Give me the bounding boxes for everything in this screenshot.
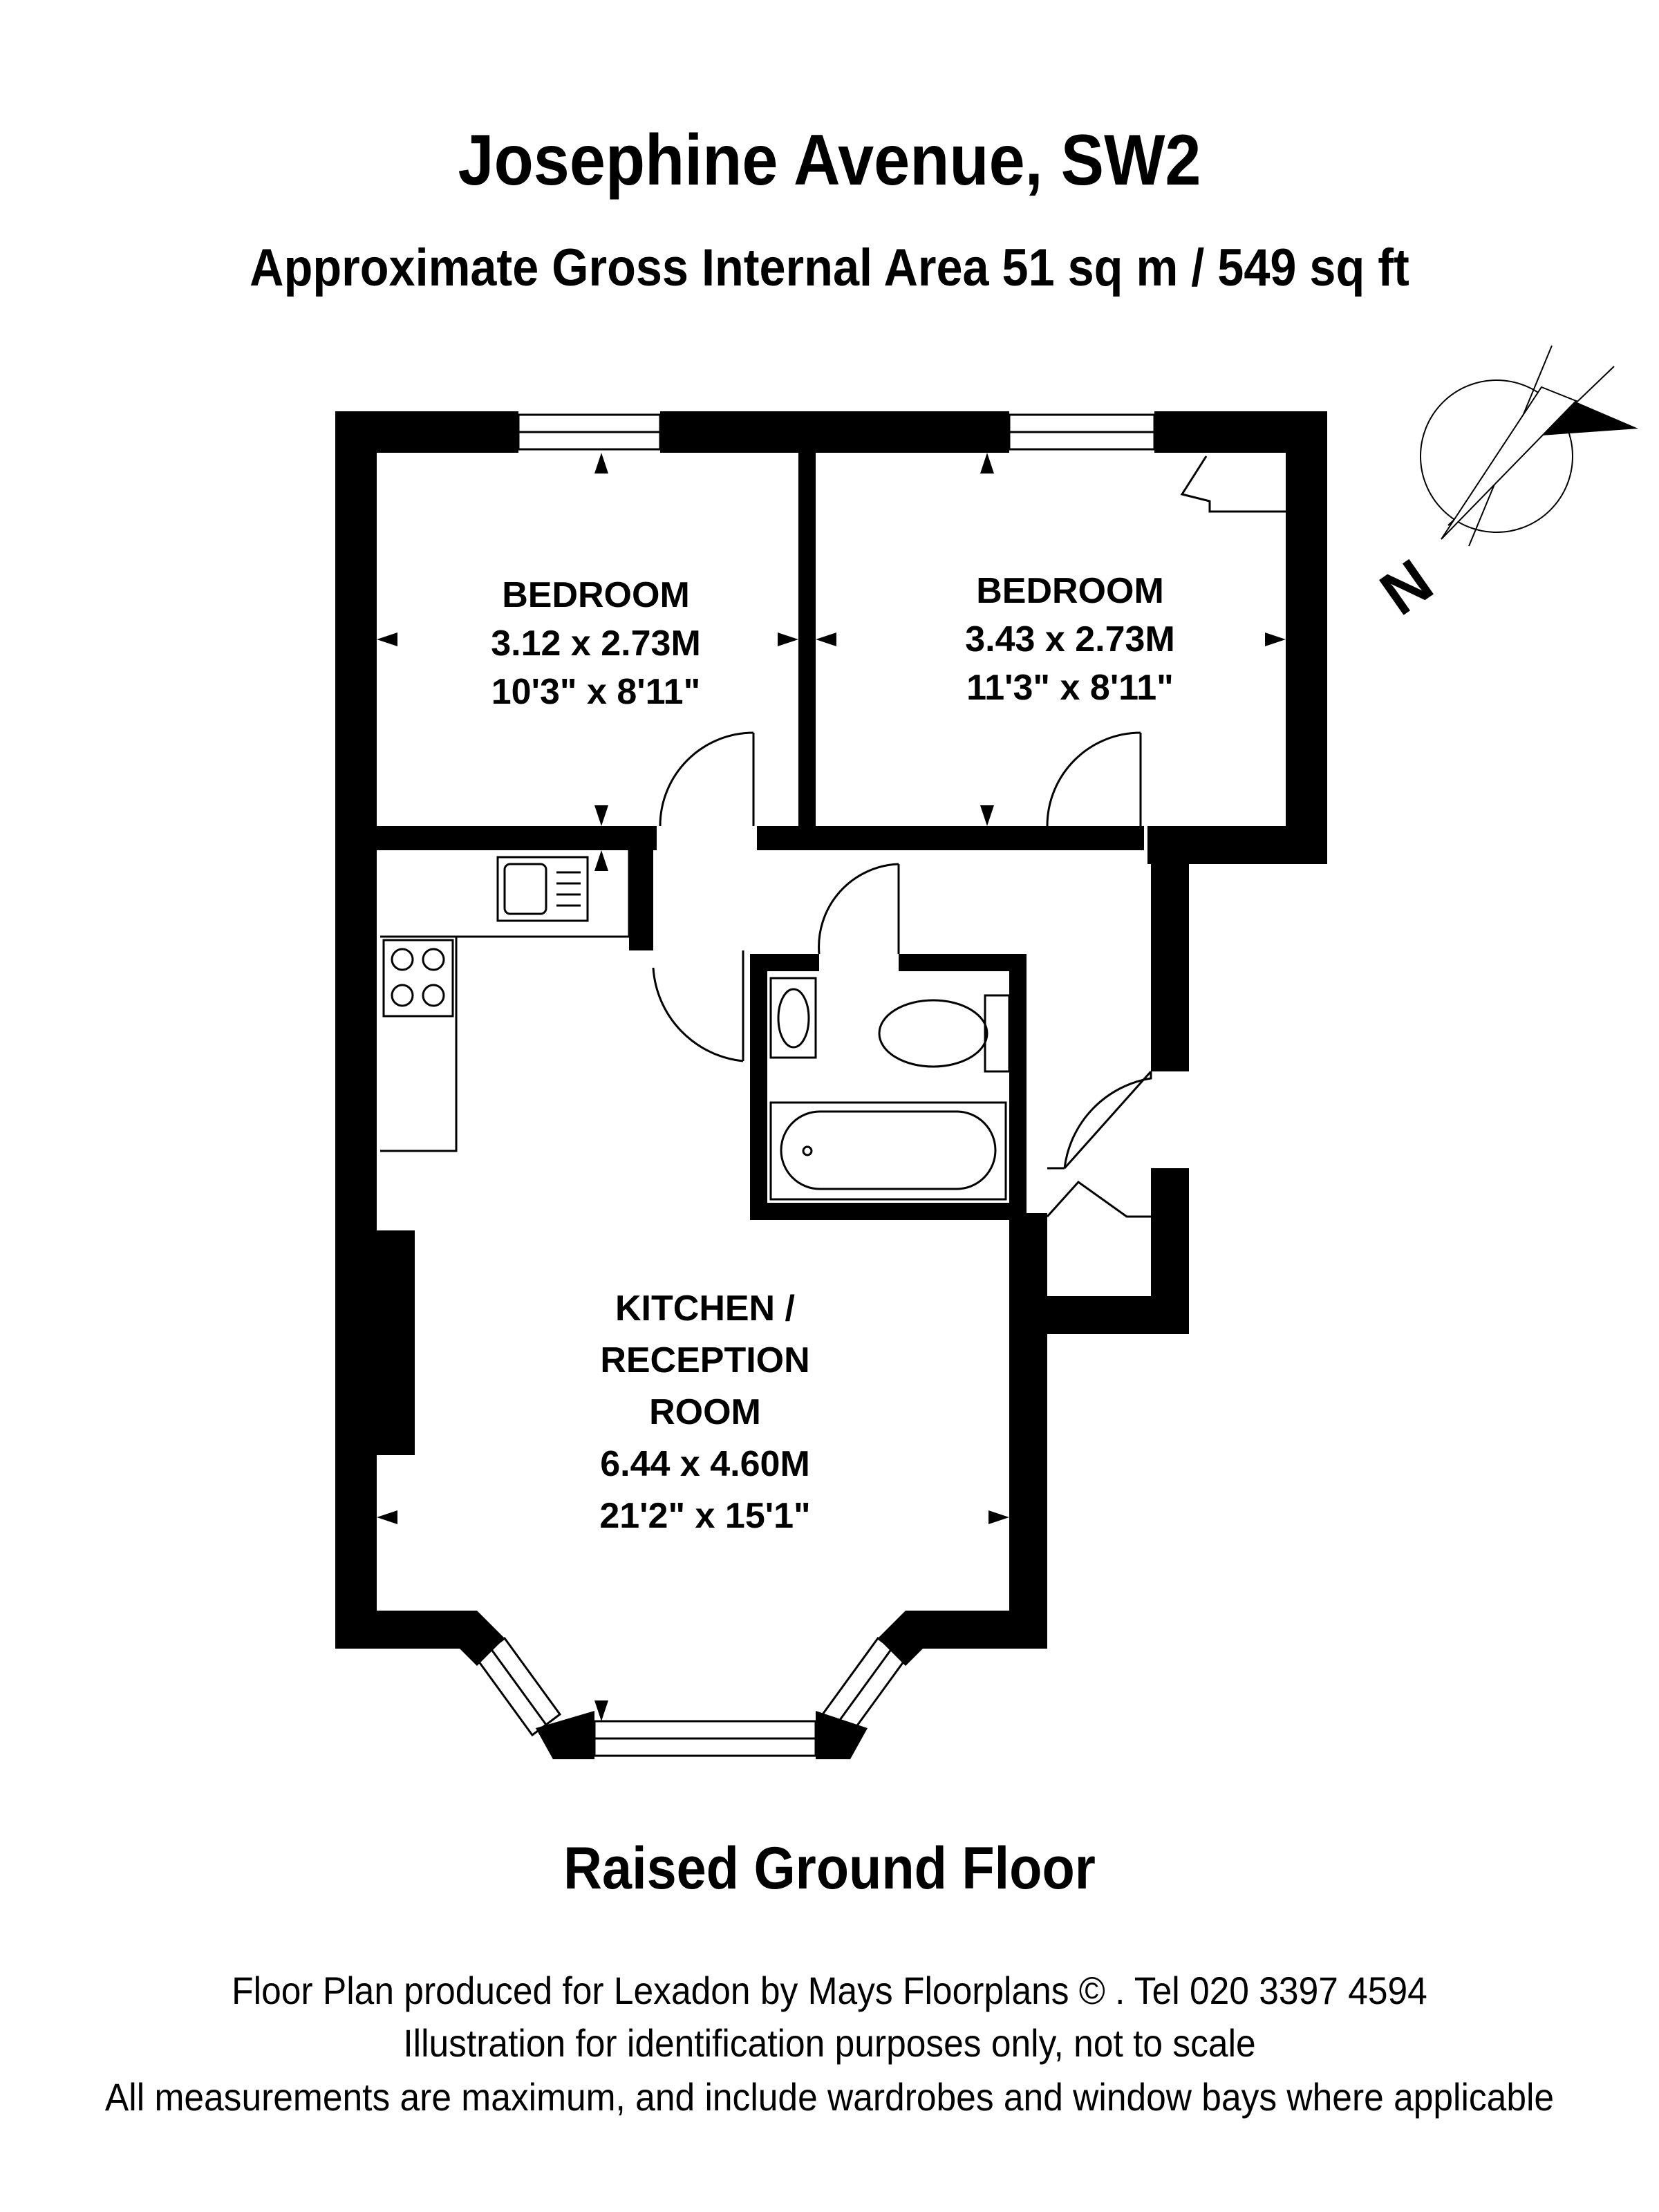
- kitchen-line-1: KITCHEN /: [615, 1288, 795, 1329]
- wall-top-middle: [660, 411, 1009, 453]
- bedroom-2-name: BEDROOM: [976, 571, 1164, 611]
- bedroom-2-metric: 3.43 x 2.73M: [965, 619, 1175, 659]
- wall-bath-top-right: [899, 954, 1027, 971]
- kitchen-imperial: 21'2" x 15'1": [599, 1496, 810, 1536]
- footer-measurements-note: All measurements are maximum, and includ…: [104, 2075, 1555, 2119]
- wall-top-left: [335, 411, 518, 453]
- bedroom-1-imperial: 10'3" x 8'11": [491, 672, 701, 712]
- room-labels: BEDROOM 3.12 x 2.73M 10'3" x 8'11" BEDRO…: [491, 571, 1175, 1536]
- window-bay-right: [821, 1636, 908, 1737]
- bay-corner-left: [449, 1611, 505, 1666]
- doors: [652, 456, 1286, 1218]
- wall-right-bedroom: [1286, 411, 1327, 864]
- bay-corner-bottom-right: [816, 1711, 868, 1759]
- bedroom-1-name: BEDROOM: [502, 575, 690, 615]
- wall-bath-left: [750, 954, 767, 1220]
- wall-left: [335, 411, 377, 1649]
- compass-needle: [1441, 387, 1638, 539]
- wall-cupboard-bottom: [1044, 1296, 1189, 1334]
- toilet-cistern: [984, 994, 1011, 1073]
- hob: [382, 939, 454, 1018]
- fixtures: [380, 850, 1011, 1201]
- kitchen-line-3: ROOM: [649, 1392, 761, 1432]
- wall-bath-top: [750, 954, 819, 971]
- wall-bedroom2-bottom: [757, 826, 1144, 850]
- bedroom-1-metric: 3.12 x 2.73M: [491, 624, 701, 664]
- wall-right-step: [1147, 826, 1327, 864]
- area-summary: Approximate Gross Internal Area 51 sq m …: [250, 238, 1409, 297]
- toilet: [878, 999, 988, 1068]
- compass-north-label: N: [1369, 546, 1445, 628]
- wall-right-kitchen: [1009, 1213, 1047, 1649]
- wall-bedroom1-bottom: [377, 826, 657, 850]
- window-bay-left: [475, 1636, 562, 1737]
- chimney-breast: [377, 1230, 415, 1455]
- walls: [335, 411, 1327, 1759]
- wall-hall-stub: [629, 850, 653, 950]
- bath: [769, 1101, 1007, 1201]
- dimension-arrows: [377, 453, 1286, 1721]
- kitchen-metric: 6.44 x 4.60M: [600, 1444, 810, 1484]
- footer-credit: Floor Plan produced for Lexadon by Mays …: [232, 1969, 1427, 2012]
- windows: [475, 413, 1156, 1757]
- bay-corner-right: [878, 1611, 933, 1666]
- kitchen-counter: [380, 935, 458, 1152]
- floor-name: Raised Ground Floor: [563, 1835, 1096, 1902]
- cupboard-door: [1046, 1181, 1151, 1218]
- sink: [496, 856, 589, 922]
- wardrobe-door: [1180, 456, 1286, 513]
- footer-disclaimer: Illustration for identification purposes…: [403, 2021, 1256, 2065]
- kitchen-counter-top: [456, 850, 630, 938]
- plan-title: Josephine Avenue, SW2: [458, 120, 1201, 200]
- compass: N: [1369, 345, 1638, 629]
- door-entrance: [1063, 1071, 1152, 1169]
- basin: [769, 977, 817, 1059]
- kitchen-line-2: RECEPTION: [600, 1340, 809, 1380]
- bay-corner-bottom-left: [536, 1711, 594, 1759]
- bedroom-2-imperial: 11'3" x 8'11": [966, 668, 1174, 708]
- wall-bath-bottom: [750, 1203, 1027, 1220]
- wall-bath-right: [1009, 954, 1027, 1220]
- wall-bedroom-divider: [798, 453, 816, 830]
- wall-right-hall: [1151, 864, 1189, 1071]
